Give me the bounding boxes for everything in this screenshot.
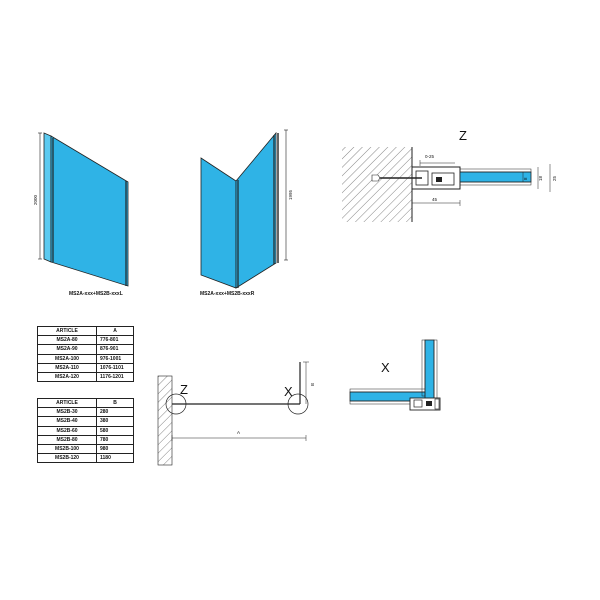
plan-dim-a: A [237, 430, 240, 435]
table-cell: 580 [96, 425, 134, 436]
table-b-header-article: ARTICLE [37, 397, 97, 409]
detail-z-dim-25: 25 [552, 175, 557, 181]
table-cell: MS2A-80 [37, 335, 97, 346]
table-cell: 776-801 [96, 335, 134, 346]
table-row: MS2B-40 380 [37, 416, 134, 427]
right-view-height-label: 1995 [288, 189, 293, 200]
detail-x-label: X [381, 360, 390, 375]
right-view-side-panel [200, 157, 237, 289]
plan-wall [157, 375, 173, 466]
table-a-header-value: A [96, 325, 134, 337]
detail-x-vertical-glass [424, 339, 435, 407]
table-cell: 380 [96, 416, 134, 427]
table-row: MS2B-80 780 [37, 434, 134, 445]
detail-z-label: Z [459, 128, 467, 143]
table-cell: 980 [96, 443, 134, 455]
table-row: MS2A-110 1076-1101 [37, 362, 134, 373]
table-row: MS2A-80 776-801 [37, 335, 134, 346]
table-cell: MS2B-60 [37, 425, 97, 436]
left-view-caption: MS2A-xxx+MS2B-xxxL [69, 291, 123, 297]
right-3d-view: 1995 MS2A-xxx+MS2B-xxxR [200, 129, 293, 297]
left-view-side-panel [43, 132, 52, 263]
table-article-b: ARTICLE B MS2B-30 280 MS2B-40 380 MS2B-6… [37, 397, 134, 464]
detail-z-glass [459, 171, 532, 183]
table-cell: MS2A-90 [37, 344, 97, 355]
detail-z-gap-dim: 0-25 [425, 154, 435, 159]
detail-z-dim-8: 8 [523, 177, 528, 180]
detail-z-width-dim: 45 [432, 197, 438, 202]
table-b-header: ARTICLE B [37, 397, 134, 409]
table-cell: MS2B-30 [37, 407, 97, 418]
table-cell: MS2A-110 [37, 362, 97, 373]
table-article-a: ARTICLE A MS2A-80 776-801 MS2A-90 876-90… [37, 325, 134, 383]
plan-label-z: Z [180, 382, 188, 397]
table-cell: MS2B-100 [37, 443, 97, 455]
plan-dim-b: B [310, 383, 315, 386]
table-cell: MS2A-120 [37, 371, 97, 383]
detail-x: X [349, 339, 441, 411]
table-row: MS2A-100 976-1001 [37, 353, 134, 364]
table-cell: MS2B-80 [37, 434, 97, 445]
table-cell: 1176-1201 [96, 371, 134, 383]
right-view-main-glass [235, 131, 277, 289]
table-cell: MS2B-120 [37, 453, 97, 464]
detail-z-wall [342, 147, 412, 222]
table-cell: 1180 [96, 453, 134, 464]
table-cell: MS2A-100 [37, 353, 97, 364]
left-view-height-label: 2000 [33, 194, 38, 205]
right-view-caption: MS2A-xxx+MS2B-xxxR [200, 291, 255, 297]
table-row: MS2B-30 280 [37, 407, 134, 418]
table-cell: 780 [96, 434, 134, 445]
plan-label-x: X [284, 384, 293, 399]
plan-detail-x-circle [287, 393, 309, 415]
table-row: MS2A-120 1176-1201 [37, 371, 134, 383]
table-cell: 876-901 [96, 344, 134, 355]
left-view-main-glass [50, 135, 129, 287]
table-cell: 976-1001 [96, 353, 134, 364]
table-row: MS2B-100 980 [37, 443, 134, 455]
table-row: MS2B-60 580 [37, 425, 134, 436]
table-cell: 280 [96, 407, 134, 418]
table-a-header: ARTICLE A [37, 325, 134, 337]
left-3d-view: 2000 MS2A-xxx+MS2B-xxxL [33, 132, 129, 297]
table-cell: 1076-1101 [96, 362, 134, 373]
detail-z: Z 0-25 45 8 18 25 [342, 128, 557, 222]
table-cell: MS2B-40 [37, 416, 97, 427]
table-row: MS2A-90 876-901 [37, 344, 134, 355]
plan-view: Z X A B [157, 361, 315, 466]
table-row: MS2B-120 1180 [37, 453, 134, 464]
table-a-header-article: ARTICLE [37, 325, 97, 337]
table-b-header-value: B [96, 397, 134, 409]
detail-z-dim-18: 18 [538, 175, 543, 181]
